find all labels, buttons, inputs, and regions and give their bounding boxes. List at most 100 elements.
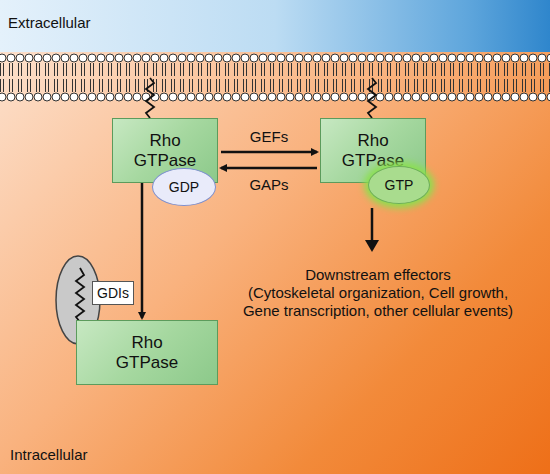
node-text: GTP	[385, 177, 414, 193]
lipid-tail	[162, 79, 163, 92]
lipid-tail	[90, 79, 91, 92]
lipid-tail	[354, 63, 355, 76]
lipid-tail	[243, 63, 244, 76]
lipid-tail	[543, 63, 544, 76]
lipid-head	[286, 54, 294, 62]
lipid-tail	[0, 79, 1, 92]
lipid-tail	[144, 63, 145, 76]
lipid-tail	[93, 79, 94, 92]
lipid-tail	[369, 63, 370, 76]
arrow-connector	[221, 167, 317, 170]
lipid-tail	[90, 63, 91, 76]
lipid-head	[88, 54, 96, 62]
lipid-tail	[27, 63, 28, 76]
lipid-tail	[432, 79, 433, 92]
lipid-tail	[255, 63, 256, 76]
lipid-tail	[273, 63, 274, 76]
lipid-tail	[54, 63, 55, 76]
lipid-head	[538, 93, 546, 101]
lipid-head	[511, 54, 519, 62]
lipid-tail	[462, 63, 463, 76]
lipid-tail	[336, 79, 337, 92]
lipid-tail	[111, 79, 112, 92]
lipid-tail	[345, 63, 346, 76]
lipid-tail	[333, 63, 334, 76]
lipid-head	[412, 54, 420, 62]
lipid-head	[304, 54, 312, 62]
node-text: Rho GTPase	[338, 131, 408, 171]
lipid-head	[475, 93, 483, 101]
lipid-head	[313, 54, 321, 62]
lipid-tail	[120, 63, 121, 76]
lipid-tail	[363, 79, 364, 92]
lipid-head	[493, 93, 501, 101]
lipid-head	[25, 54, 33, 62]
lipid-head	[0, 93, 6, 101]
lipid-head	[529, 54, 537, 62]
lipid-head	[313, 93, 321, 101]
lipid-tail	[75, 63, 76, 76]
lipid-tail	[360, 79, 361, 92]
lipid-tail	[489, 63, 490, 76]
lipid-tail	[471, 79, 472, 92]
lipid-tail	[480, 79, 481, 92]
lipid-head	[25, 93, 33, 101]
lipid-tail	[180, 79, 181, 92]
lipid-tail	[165, 63, 166, 76]
lipid-tail	[381, 63, 382, 76]
lipid-tail	[234, 79, 235, 92]
lipid-head	[106, 54, 114, 62]
lipid-head	[187, 54, 195, 62]
lipid-head	[43, 54, 51, 62]
lipid-head	[223, 54, 231, 62]
gdp-ellipse: GDP	[152, 168, 216, 206]
lipid-head	[439, 93, 447, 101]
lipid-tail	[333, 79, 334, 92]
lipid-tail	[279, 79, 280, 92]
lipid-tail	[9, 63, 10, 76]
lipid-tail	[300, 79, 301, 92]
lipid-tail	[507, 79, 508, 92]
lipid-tail	[327, 79, 328, 92]
lipid-tail	[408, 79, 409, 92]
lipid-tail	[543, 79, 544, 92]
lipid-tail	[444, 63, 445, 76]
lipid-head	[16, 54, 24, 62]
lipid-head	[295, 93, 303, 101]
lipid-tail	[444, 79, 445, 92]
lipid-tail	[183, 63, 184, 76]
lipid-head	[70, 93, 78, 101]
lipid-tail	[288, 79, 289, 92]
lipid-head	[196, 93, 204, 101]
lipid-tail	[291, 63, 292, 76]
lipid-tail	[12, 63, 13, 76]
lipid-tail	[210, 79, 211, 92]
lipid-tail	[84, 63, 85, 76]
arrow-connector	[221, 151, 317, 154]
lipid-tail	[72, 79, 73, 92]
lipid-tail	[45, 63, 46, 76]
lipid-tail	[282, 63, 283, 76]
lipid-tail	[309, 63, 310, 76]
lipid-tail	[540, 63, 541, 76]
lipid-head	[142, 54, 150, 62]
lipid-head	[151, 93, 159, 101]
lipid-tail	[351, 63, 352, 76]
lipid-head	[124, 93, 132, 101]
lipid-tail	[369, 79, 370, 92]
arrow-head	[365, 240, 379, 252]
lipid-tail	[153, 79, 154, 92]
lipid-tail	[504, 63, 505, 76]
lipid-tail	[228, 79, 229, 92]
lipid-tail	[417, 63, 418, 76]
lipid-tail	[396, 63, 397, 76]
node-text: GDIs	[97, 285, 129, 301]
lipid-tail	[108, 63, 109, 76]
lipid-head	[484, 54, 492, 62]
lipid-head	[160, 54, 168, 62]
lipid-head	[511, 93, 519, 101]
lipid-head	[52, 54, 60, 62]
lipid-tail	[378, 79, 379, 92]
lipid-tail	[396, 79, 397, 92]
lipid-tail	[513, 79, 514, 92]
